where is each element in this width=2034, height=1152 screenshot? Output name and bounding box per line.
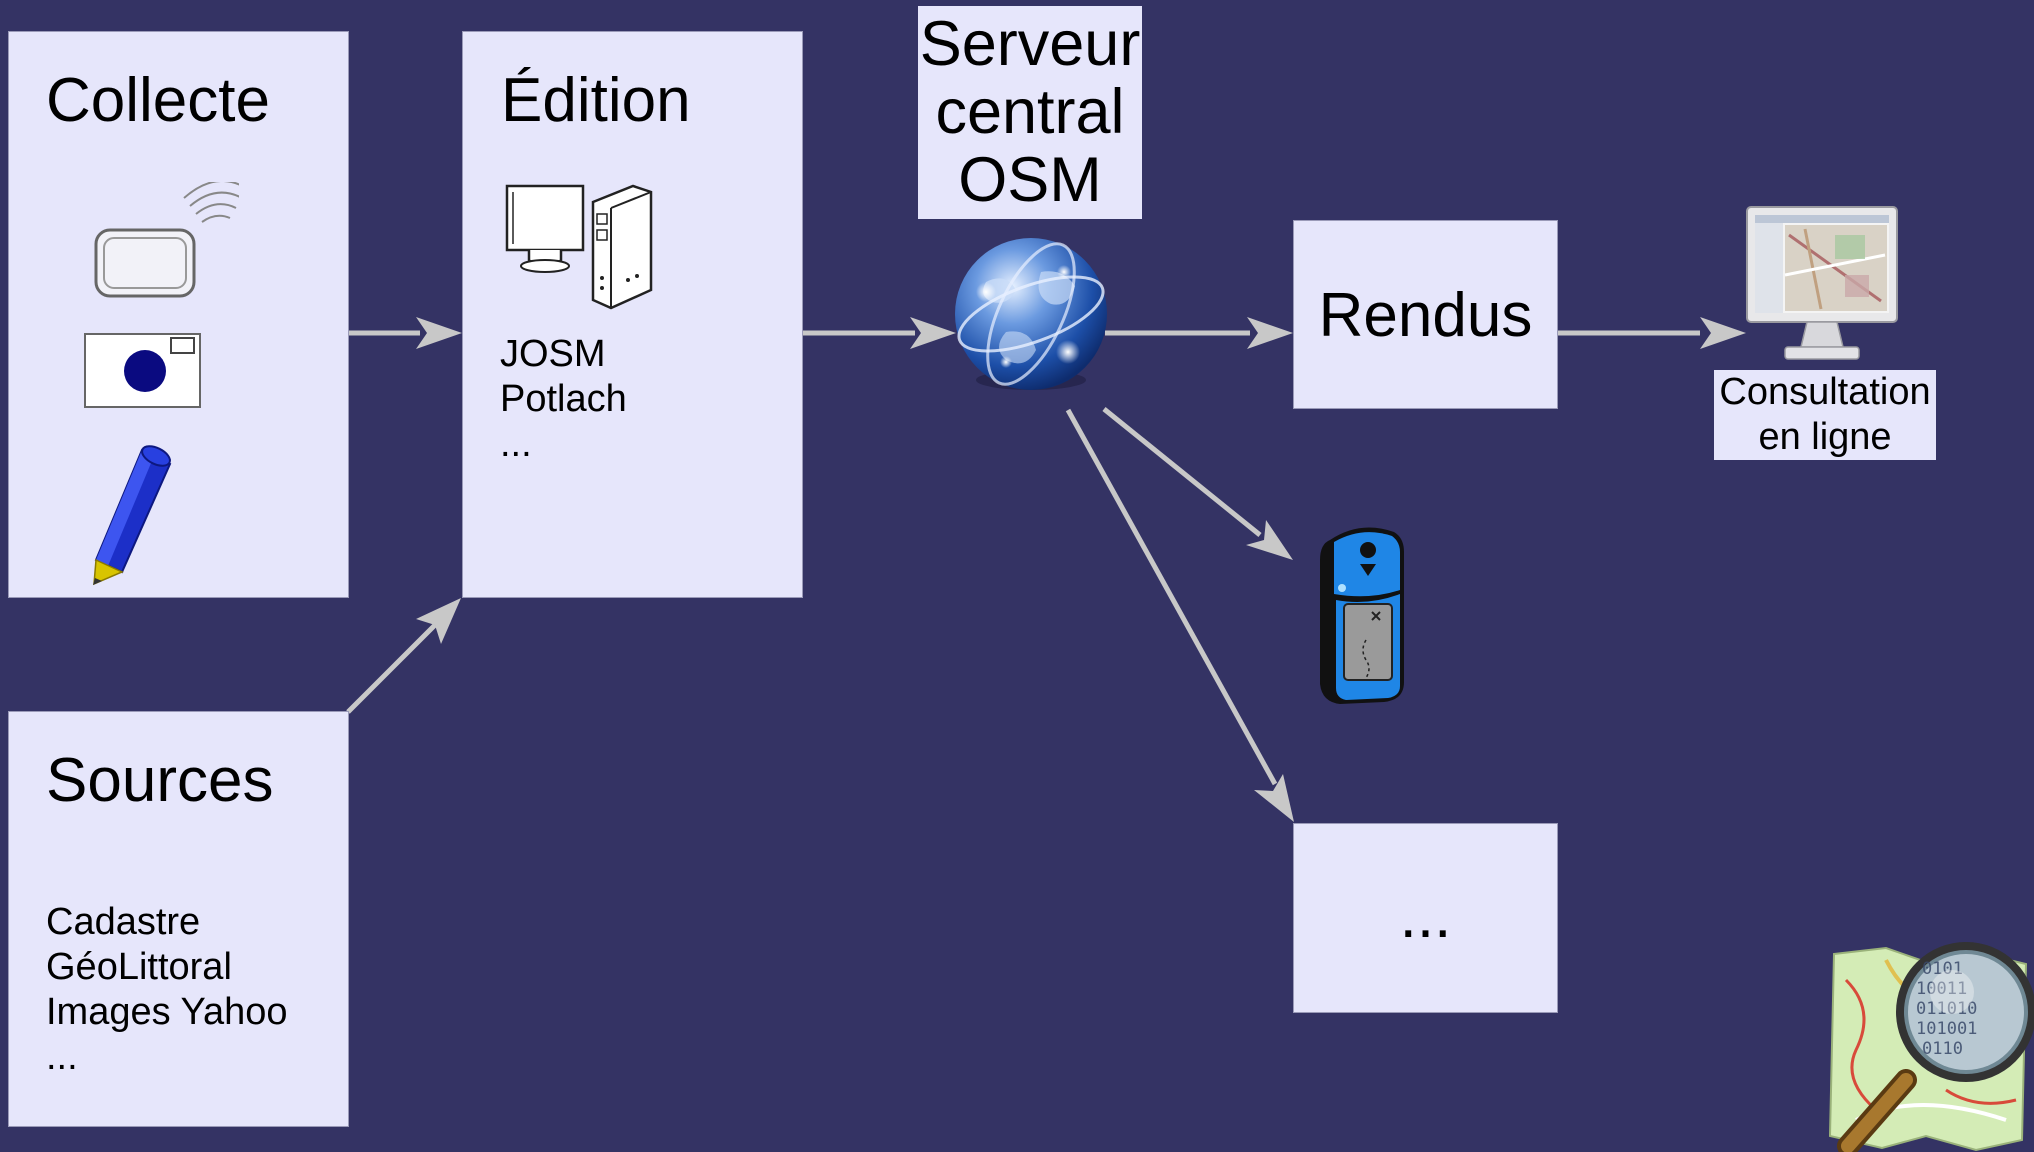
rendus-title: Rendus: [1318, 281, 1533, 350]
svg-text:101001: 101001: [1916, 1019, 1977, 1039]
arrow-sources-edition-head: [416, 598, 461, 644]
consultation-label-line: en ligne: [1758, 416, 1892, 458]
consultation-label-line: Consultation: [1719, 371, 1931, 413]
svg-text:0101: 0101: [1922, 959, 1963, 979]
gps-receiver-icon: [94, 182, 239, 298]
source-item: GéoLittoral: [46, 946, 232, 988]
other-title: ...: [1399, 882, 1452, 951]
arrow-rendus-consultation-head: [1700, 317, 1746, 349]
pencil-icon: [93, 445, 172, 586]
arrow-server-other: [1065, 408, 1278, 786]
arrow-server-other-head: [1254, 774, 1294, 822]
globe-icon: [955, 238, 1107, 390]
collecte-title: Collecte: [46, 66, 270, 135]
source-item: Images Yahoo: [46, 991, 288, 1033]
source-item: Cadastre: [46, 901, 201, 943]
openstreetmap-logo-icon: 0101 10011 011010 101001 0110: [1828, 942, 2034, 1152]
edition-box: Édition JOSM Potlach ...: [462, 31, 803, 598]
server-label: Serveur central OSM: [918, 6, 1142, 219]
server-label-line: OSM: [958, 145, 1102, 215]
edition-tool-item: ...: [500, 423, 532, 465]
camera-icon: [84, 333, 201, 408]
collecte-box: Collecte: [8, 31, 349, 598]
arrow-collecte-edition-head: [416, 317, 462, 349]
svg-text:10011: 10011: [1916, 979, 1967, 999]
arrow-server-gps-head: [1246, 520, 1293, 560]
monitor-map-icon: [1746, 206, 1898, 360]
arrow-server-gps: [1102, 407, 1262, 537]
consultation-label: Consultation en ligne: [1714, 370, 1936, 460]
sources-title: Sources: [46, 746, 274, 815]
arrow-sources-edition: [346, 623, 437, 714]
server-label-line: central: [935, 77, 1125, 147]
edition-tools-list: JOSM Potlach ...: [500, 332, 627, 467]
sources-list: Cadastre GéoLittoral Images Yahoo ...: [46, 900, 288, 1080]
svg-text:011010: 011010: [1916, 999, 1977, 1019]
sources-box: Sources Cadastre GéoLittoral Images Yaho…: [8, 711, 349, 1127]
edition-title: Édition: [501, 66, 691, 135]
computer-icon: [505, 184, 653, 310]
handheld-gps-icon: [1320, 527, 1404, 704]
rendus-box: Rendus: [1293, 220, 1558, 409]
other-box: ...: [1293, 823, 1558, 1013]
server-label-line: Serveur: [919, 9, 1141, 79]
svg-text:0110: 0110: [1922, 1039, 1963, 1059]
source-item: ...: [46, 1036, 78, 1078]
edition-tool-item: JOSM: [500, 333, 606, 375]
edition-tool-item: Potlach: [500, 378, 627, 420]
arrow-edition-server-head: [910, 317, 956, 349]
arrow-server-rendus-head: [1247, 317, 1293, 349]
